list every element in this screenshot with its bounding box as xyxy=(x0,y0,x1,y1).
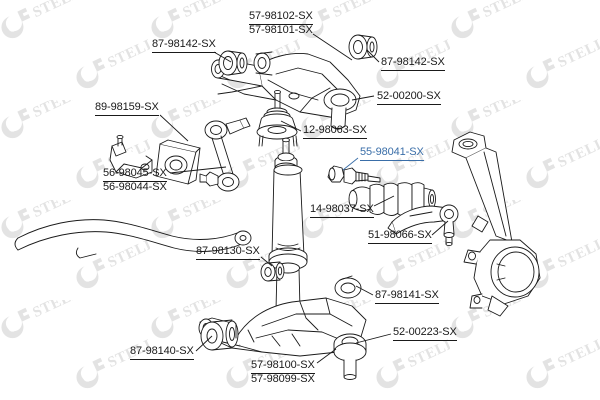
part-number-label: 87-98142-SX xyxy=(152,38,216,53)
part-number-label: 55-98041-SX xyxy=(360,146,424,161)
part-number-label: 57-98101-SX xyxy=(249,24,313,36)
part-number-label: 51-98066-SX xyxy=(368,229,432,244)
part-number-label: 87-98140-SX xyxy=(130,345,194,360)
part-number-label: 57-98100-SX xyxy=(251,359,315,374)
part-number-label: 56-98045-SX xyxy=(103,167,167,182)
part-number-label: 87-98130-SX xyxy=(196,245,260,260)
part-number-label: 14-98037-SX xyxy=(310,203,374,218)
part-number-label: 12-98063-SX xyxy=(303,124,367,139)
part-number-label: 56-98044-SX xyxy=(103,181,167,193)
part-number-label: 52-00200-SX xyxy=(377,90,441,105)
part-number-label: 57-98102-SX xyxy=(249,10,313,25)
part-number-label: 89-98159-SX xyxy=(95,101,159,116)
part-number-label: 87-98141-SX xyxy=(375,289,439,304)
part-number-label: 87-98142-SX xyxy=(381,56,445,71)
part-number-label: 52-00223-SX xyxy=(393,326,457,341)
part-number-label: 57-98099-SX xyxy=(251,373,315,385)
